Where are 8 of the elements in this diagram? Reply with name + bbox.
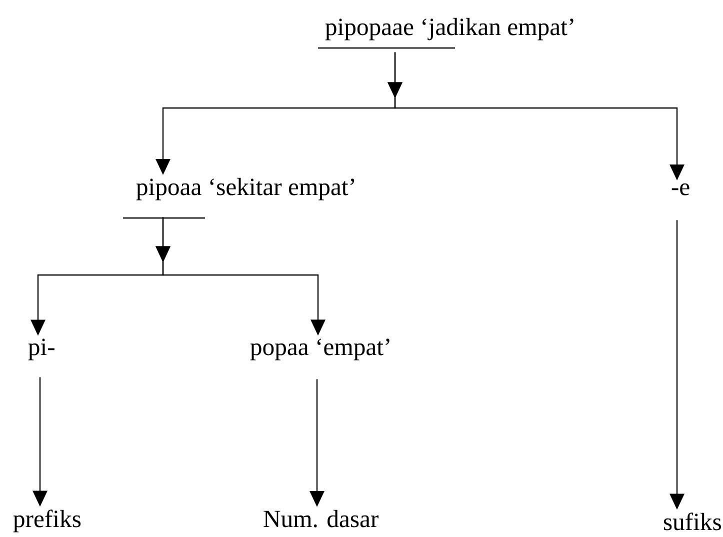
category-label: Num. dasar <box>264 510 378 528</box>
morpheme-label: pi- <box>28 338 54 360</box>
category-label: prefiks <box>13 510 81 532</box>
morpheme-label: pipopaae ‘jadikan empat’ <box>325 18 574 40</box>
morpheme-label: pipoaa ‘sekitar empat’ <box>136 178 354 200</box>
morpheme-label: popaa ‘empat’ <box>250 338 390 360</box>
category-label: sufiks <box>664 512 721 530</box>
morpheme-label: -e <box>672 183 690 196</box>
